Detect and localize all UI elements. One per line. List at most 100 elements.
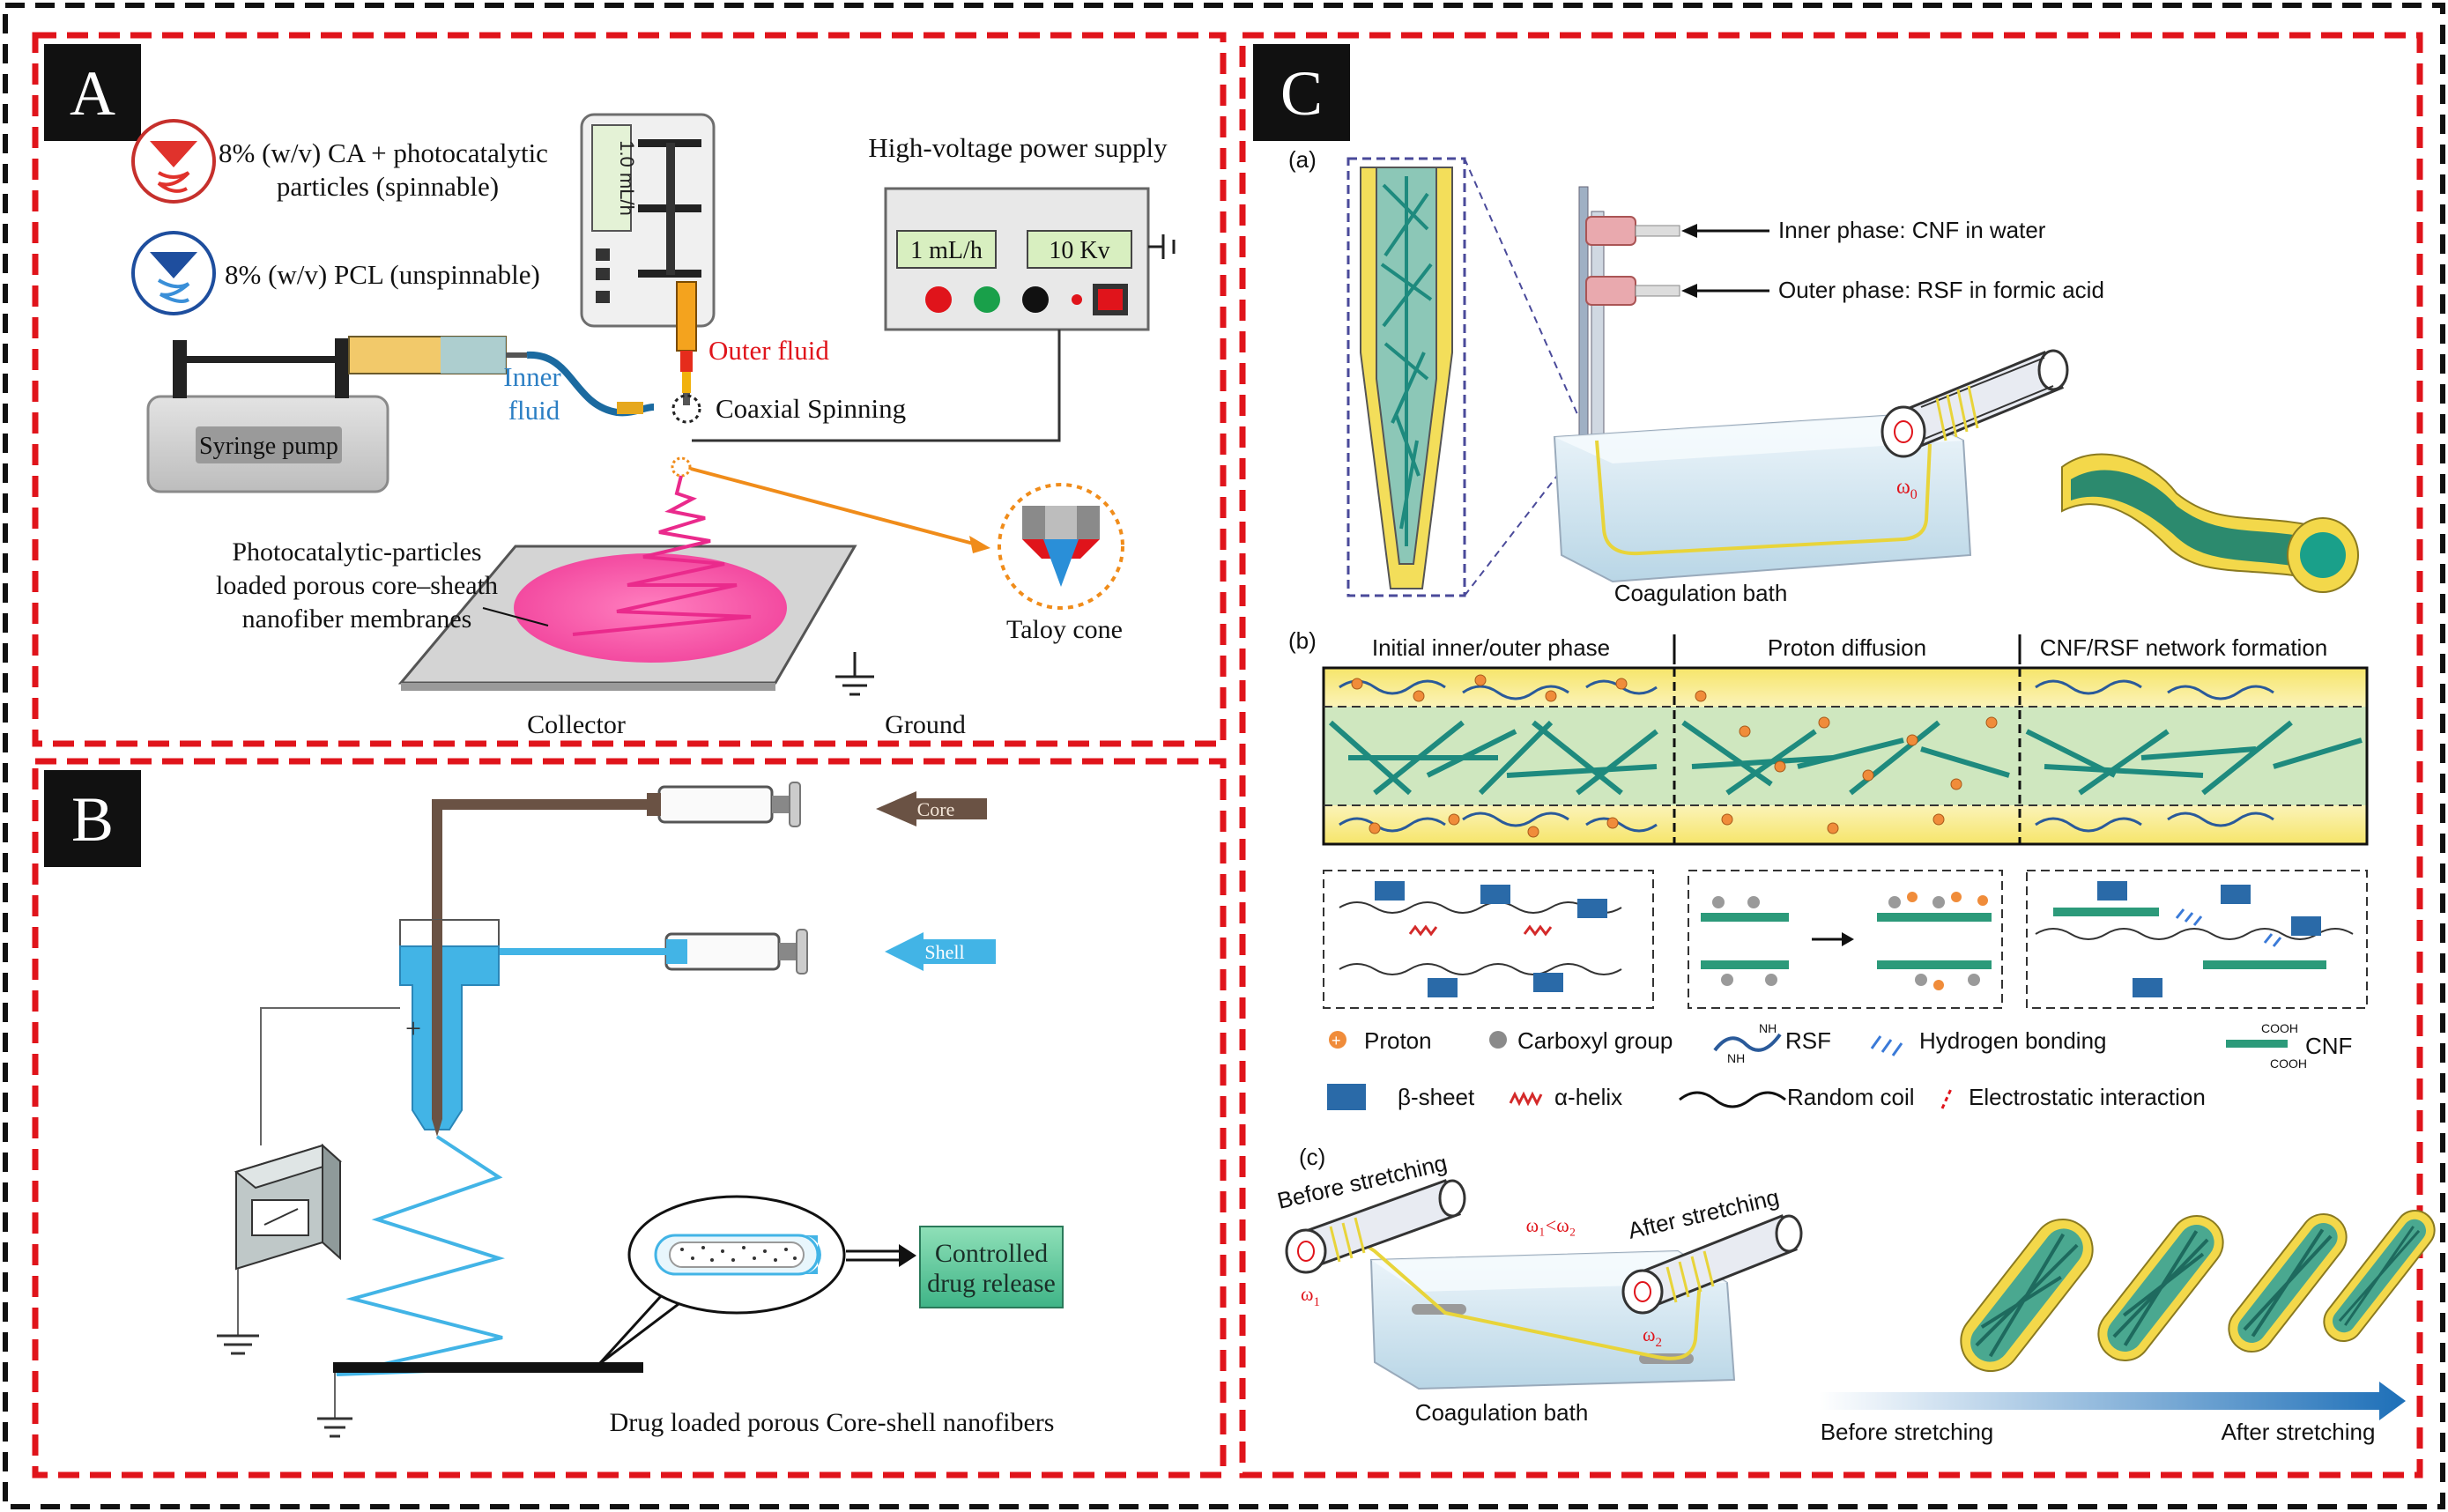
- red-knob: [925, 286, 952, 313]
- legend-beta: β-sheet: [1398, 1084, 1475, 1110]
- panel-c-badge-label: C: [1280, 58, 1323, 129]
- shell-arrow-label: Shell: [924, 941, 964, 963]
- legend-electrostatic-icon: [1940, 1088, 1953, 1109]
- cnf-fibers-needle: [1380, 176, 1433, 546]
- svg-text:NH: NH: [1727, 1051, 1745, 1065]
- sub-a-label: (a): [1288, 146, 1317, 173]
- membrane-line2: loaded porous core–sheath: [216, 571, 498, 600]
- legend-carboxyl-icon: [1489, 1031, 1507, 1049]
- zoom-arrow: [690, 467, 984, 548]
- outer-frame: [3, 3, 2445, 1509]
- whipping-jet: [572, 475, 752, 636]
- circuit-wire: [260, 1007, 400, 1145]
- omega-2-label: ω2: [1643, 1323, 1662, 1350]
- zoom-box-3: [2026, 870, 2368, 1009]
- inner-fluid-line2: fluid: [508, 395, 560, 426]
- sub-b-label: (b): [1288, 627, 1317, 654]
- coaxial-spinning-label: Coaxial Spinning: [716, 393, 906, 424]
- release-line1: Controlled: [935, 1239, 1048, 1268]
- outer-fluid-label: Outer fluid: [708, 335, 829, 366]
- legend-hbond: Hydrogen bonding: [1919, 1027, 2107, 1054]
- inner-phase-label: Inner phase: CNF in water: [1778, 217, 2046, 243]
- legend-cnf: CNF: [2305, 1033, 2352, 1059]
- voltage-wire: [692, 330, 1061, 442]
- core-syringe: [657, 785, 774, 824]
- panel-b: B Core Shell +: [32, 758, 1227, 1479]
- zoom-3-contents: [2035, 881, 2354, 997]
- panel-c: C (a) Inner phase: CNF in water Outer ph…: [1239, 32, 2436, 1479]
- omega-1-label: ω1: [1301, 1283, 1320, 1309]
- omega-relation: ω₁<ω₂: [1526, 1214, 1576, 1236]
- inner-phase-connector: [1585, 216, 1636, 246]
- svg-text:+: +: [1332, 1032, 1341, 1049]
- legend-rsf-icon: [1713, 1033, 1782, 1052]
- after-stretching-label: After stretching: [2222, 1419, 2376, 1445]
- drug-particles: [680, 1246, 797, 1262]
- syringe-pump-label: Syringe pump: [199, 433, 338, 460]
- panel-b-caption: Drug loaded porous Core-shell nanofibers: [610, 1408, 1055, 1437]
- core-arrow: [876, 791, 987, 826]
- core-arrow-label: Core: [917, 798, 955, 820]
- roller-after-stretching: [1621, 1214, 1803, 1315]
- syringe-body: [676, 281, 697, 352]
- legend-proton-icon: [1329, 1031, 1346, 1049]
- legend-beta-icon: [1327, 1084, 1366, 1110]
- coagulation-bath-a-label: Coagulation bath: [1614, 580, 1788, 606]
- syringe-display: 1.0 mL/h: [616, 140, 638, 216]
- power-supply-title: High-voltage power supply: [868, 132, 1168, 163]
- nanofiber-membrane: [514, 553, 787, 663]
- outer-phase-connector: [1585, 276, 1636, 306]
- legend-alpha-icon: [1509, 1091, 1543, 1107]
- legend-spinnable-line1: 8% (w/v) CA + photocatalytic: [219, 137, 548, 168]
- legend-spinnable-line2: particles (spinnable): [277, 171, 499, 202]
- black-knob: [1022, 286, 1049, 313]
- voltage-display: 10 Kv: [1049, 237, 1109, 264]
- membrane-line3: nanofiber membranes: [242, 604, 472, 634]
- coaxial-nozzle-marker: [671, 394, 701, 424]
- collector-label: Collector: [527, 710, 626, 739]
- fiber-path-c: [1346, 1232, 1702, 1360]
- ground-label: Ground: [885, 710, 966, 739]
- shell-arrow: [885, 932, 996, 971]
- plus-sign: +: [405, 1012, 421, 1044]
- collector-plate-b: [333, 1362, 643, 1373]
- voltage-display-box: [1027, 230, 1132, 269]
- legend-hbond-icon: [1870, 1035, 1903, 1056]
- coagulation-bath-c-label: Coagulation bath: [1415, 1399, 1589, 1426]
- stage-1-label: Initial inner/outer phase: [1372, 634, 1610, 661]
- green-knob: [974, 286, 1000, 313]
- taylor-cone-label: Taloy cone: [1006, 615, 1123, 644]
- collection-roller-a: [1881, 349, 2069, 458]
- membrane-line1: Photocatalytic-particles: [232, 537, 481, 567]
- panel-a-badge-label: A: [70, 58, 115, 129]
- legend-carboxyl: Carboxyl group: [1517, 1027, 1673, 1054]
- legend-electrostatic: Electrostatic interaction: [1969, 1084, 2206, 1110]
- legend-coil-icon: [1679, 1091, 1786, 1108]
- fiber-path-a: [1595, 440, 1932, 556]
- needle-zoom-box: [1346, 157, 1466, 597]
- panel-b-badge: [44, 770, 141, 867]
- release-line2: drug release: [927, 1269, 1056, 1298]
- legend-rsf: RSF: [1785, 1027, 1831, 1054]
- omega-0-label: ω0: [1896, 476, 1918, 502]
- controlled-release-box: [919, 1226, 1064, 1308]
- panel-a-border: [32, 32, 1227, 747]
- stretched-fibers: [1960, 1209, 2436, 1373]
- panel-b-badge-label: B: [71, 784, 114, 855]
- cnf-network: [1329, 720, 2363, 796]
- svg-text:COOH: COOH: [2261, 1021, 2298, 1035]
- legend-alpha: α-helix: [1554, 1084, 1622, 1110]
- svg-text:NH: NH: [1759, 1021, 1777, 1035]
- panel-c-border: [1239, 32, 2423, 1479]
- flow-display-box: [896, 230, 997, 269]
- stage-2-label: Proton diffusion: [1768, 634, 1926, 661]
- rsf-chains: [1339, 679, 2274, 833]
- legend-coil: Random coil: [1787, 1084, 1915, 1110]
- sub-c-label: (c): [1299, 1144, 1325, 1170]
- panel-b-border: [32, 758, 1227, 1479]
- zoom-1-contents: [1339, 881, 1622, 997]
- stage-3-label: CNF/RSF network formation: [2040, 634, 2328, 661]
- legend-unspinnable: 8% (w/v) PCL (unspinnable): [225, 259, 540, 290]
- outer-phase-label: Outer phase: RSF in formic acid: [1778, 277, 2104, 303]
